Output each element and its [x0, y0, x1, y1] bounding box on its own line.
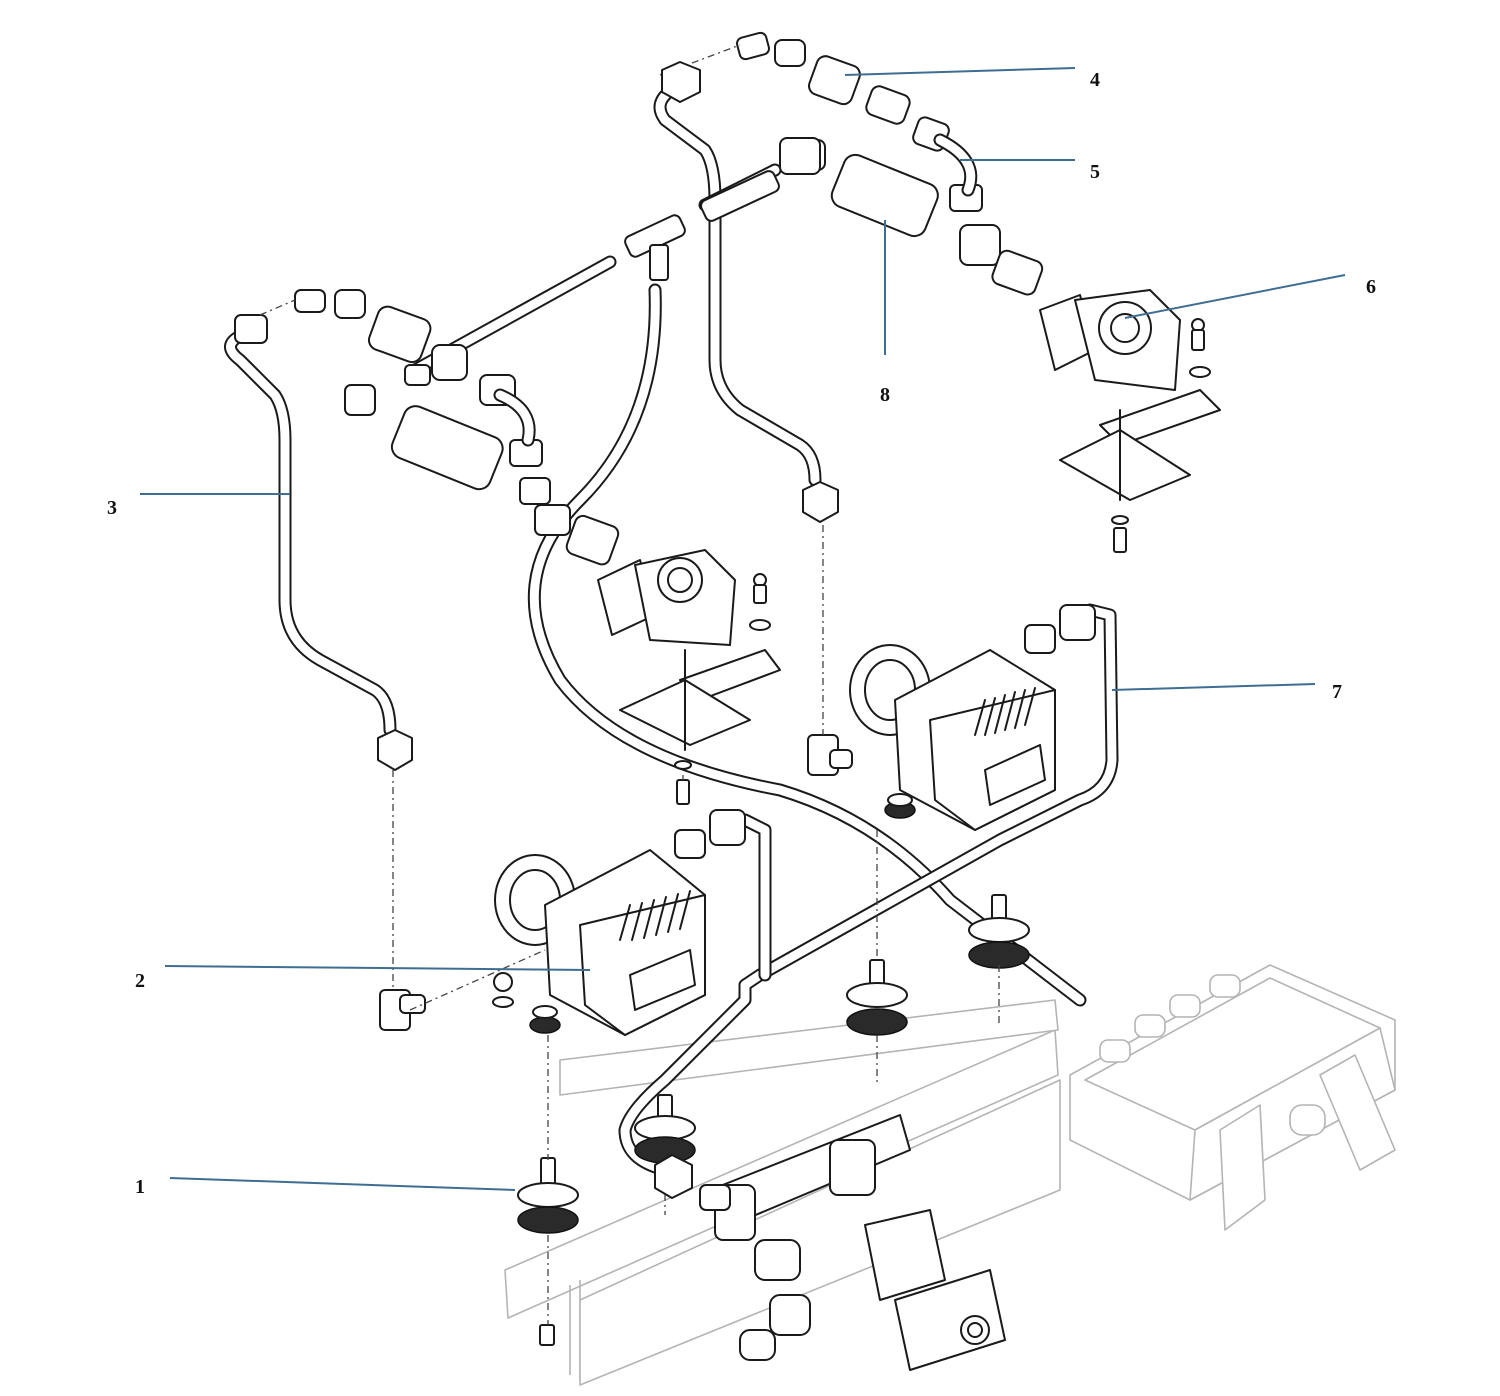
- assembly-centerlines: [259, 44, 1000, 1325]
- callout-label-5: 5: [1090, 161, 1100, 183]
- upper-right-fittings: [736, 31, 1044, 296]
- pump-left-fins: [619, 890, 691, 941]
- callout-3: 3: [107, 493, 290, 519]
- leader-line-4: [844, 67, 1076, 76]
- callout-1: 1: [135, 1176, 516, 1198]
- callout-6: 6: [1124, 274, 1376, 319]
- callout-2: 2: [135, 965, 591, 992]
- hex-nut-fittings: [377, 61, 839, 1199]
- leader-line-2: [164, 965, 591, 971]
- callout-label-4: 4: [1090, 69, 1100, 91]
- leader-line-1: [169, 1177, 516, 1191]
- pump-right: [807, 604, 1096, 831]
- callout-label-6: 6: [1366, 276, 1376, 298]
- callout-label-2: 2: [135, 970, 145, 992]
- upper-left-fittings: [234, 137, 821, 566]
- callout-4: 4: [844, 67, 1100, 91]
- tubing-network: [224, 78, 1119, 1177]
- mount-center-rear: [846, 959, 908, 1036]
- vibration-mounts: [517, 894, 1030, 1346]
- callout-8: 8: [880, 220, 890, 406]
- callout-label-3: 3: [107, 497, 117, 519]
- mount-center-front: [634, 1094, 696, 1164]
- callout-label-8: 8: [880, 384, 890, 406]
- lower-valve-manifold: [699, 1114, 1006, 1371]
- callout-7: 7: [1111, 681, 1342, 703]
- ghosted-manifold-box: [1069, 964, 1396, 1231]
- pump-right-fins: [974, 687, 1036, 736]
- upper-right-pump-sensor: [1039, 289, 1221, 553]
- leader-line-6: [1124, 274, 1346, 319]
- leader-line-7: [1111, 683, 1316, 691]
- mount-left-front: [517, 1157, 579, 1234]
- callout-label-1: 1: [135, 1176, 145, 1198]
- callout-5: 5: [960, 159, 1100, 183]
- upper-left-pump-sensor: [597, 549, 781, 805]
- mount-right-rear: [968, 894, 1030, 969]
- pump-left: [379, 809, 746, 1036]
- callout-label-7: 7: [1332, 681, 1342, 703]
